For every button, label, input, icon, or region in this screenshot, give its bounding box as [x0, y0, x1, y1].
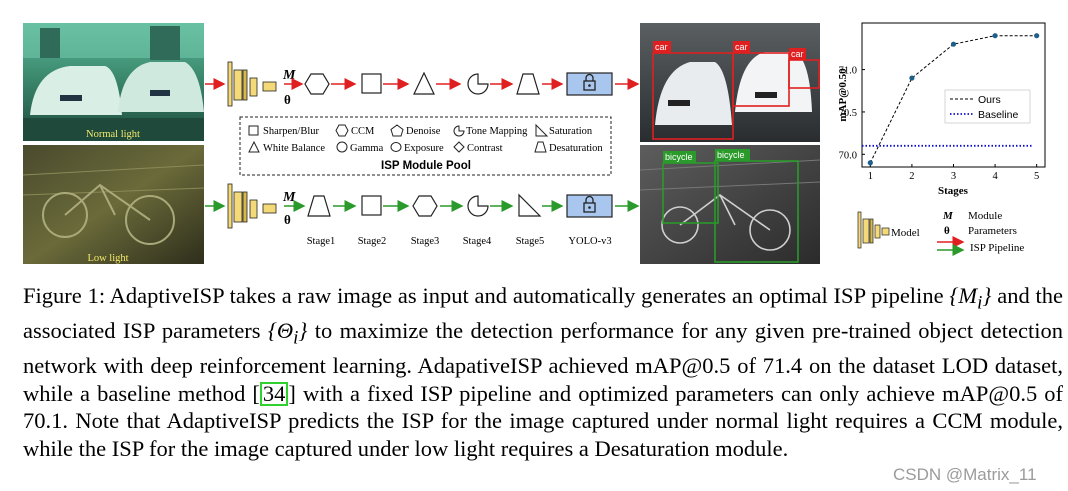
- legend-pipeline-label: ISP Pipeline: [970, 242, 1024, 254]
- x-tick-label: 5: [1034, 171, 1039, 182]
- figure: Normal light Low light M θ: [22, 22, 1046, 264]
- pentagon-icon: [390, 124, 404, 137]
- model-icon: [857, 211, 890, 249]
- y-tick-label: 71.0: [839, 66, 857, 77]
- x-tick-label: 2: [909, 171, 914, 182]
- ours-data-point: [1034, 33, 1040, 39]
- hexagon-icon: [304, 73, 330, 95]
- legend-m-symbol: M: [942, 210, 954, 222]
- pool-label: Tone Mapping: [466, 126, 528, 137]
- legend-baseline-label: Baseline: [978, 109, 1018, 121]
- detection-label: car: [735, 42, 748, 52]
- stage-label: Stage3: [411, 236, 440, 247]
- x-tick-label: 1: [868, 171, 873, 182]
- caption-text: AdaptiveISP takes a raw image as input a…: [109, 283, 944, 308]
- caption-math-m: {Mi}: [949, 283, 992, 314]
- chart-legend: Ours Baseline: [944, 89, 1031, 124]
- legend-theta-label: Parameters: [968, 225, 1017, 237]
- figure-legend: Model M Module θ Parameters ISP Pipeline: [857, 210, 1024, 256]
- square-icon: [361, 195, 382, 216]
- x-axis-label: Stages: [938, 185, 969, 197]
- stage-label: YOLO-v3: [568, 236, 611, 247]
- trapezoid-icon: [307, 195, 331, 217]
- diamond-icon: [453, 141, 465, 153]
- legend-ours-label: Ours: [978, 94, 1001, 106]
- legend-m-label: Module: [968, 210, 1002, 222]
- ours-data-point: [909, 75, 915, 81]
- pool-label: Gamma: [350, 143, 384, 154]
- top-pipeline: [284, 71, 640, 96]
- square-icon: [248, 125, 259, 136]
- pool-label: CCM: [351, 126, 375, 137]
- pool-label: Saturation: [549, 126, 593, 137]
- pool-label: Sharpen/Blur: [263, 126, 319, 137]
- y-tick-label: 70.0: [839, 150, 857, 161]
- ours-data-point: [867, 160, 873, 166]
- ours-series-line: [869, 35, 1037, 163]
- stage-label: Stage1: [307, 236, 336, 247]
- right-triangle-icon: [535, 123, 549, 137]
- caption-text: and the associated ISP parameters: [23, 283, 1064, 343]
- model-icon: [227, 183, 277, 229]
- param-m: M: [282, 190, 296, 205]
- caption-fig-label: Figure 1:: [23, 283, 106, 308]
- pool-label: White Balance: [263, 143, 325, 154]
- normal-light-label: Normal light: [86, 129, 140, 140]
- square-icon: [361, 73, 382, 94]
- map-chart: mAP@0.50 Stages 1 2 3 4 5 70.0 70.5 71.0 Ours B…: [837, 22, 1046, 197]
- trapezoid-icon: [534, 141, 547, 153]
- module-pool: Sharpen/Blur CCM Denoise Tone Mapping Sa…: [239, 116, 612, 176]
- pool-label: Exposure: [404, 143, 444, 154]
- bottom-pipeline: [284, 193, 640, 218]
- triangle-icon: [248, 140, 260, 153]
- ours-data-point: [950, 41, 957, 47]
- yolo-lock-icon: [566, 72, 613, 96]
- triangle-icon: [413, 71, 435, 95]
- detection-label: bicycle: [665, 152, 693, 162]
- param-theta: θ: [284, 92, 291, 107]
- caption-text: with a fixed ISP pipeline and optimized …: [23, 380, 1063, 461]
- module-pool-title: ISP Module Pool: [381, 160, 471, 172]
- legend-model-label: Model: [891, 227, 920, 239]
- pool-label: Desaturation: [549, 143, 603, 154]
- normal-light-photo: Normal light: [23, 23, 204, 141]
- trapezoid-icon: [516, 73, 540, 95]
- y-tick-label: 70.5: [839, 108, 857, 119]
- stage-label: Stage2: [358, 236, 387, 247]
- pacman-icon: [467, 195, 489, 217]
- x-tick-label: 3: [951, 171, 956, 182]
- oval-icon: [390, 142, 402, 152]
- pool-label: Contrast: [467, 143, 503, 154]
- x-tick-label: 4: [992, 171, 998, 182]
- hexagon-icon: [335, 124, 349, 137]
- legend-theta-symbol: θ: [944, 225, 950, 237]
- detection-label: car: [655, 42, 668, 52]
- right-triangle-icon: [518, 193, 542, 217]
- yolo-lock-icon: [566, 194, 613, 218]
- hexagon-icon: [412, 195, 438, 217]
- stage-label: Stage5: [516, 236, 545, 247]
- figure-caption: Figure 1: AdaptiveISP takes a raw image …: [23, 283, 1064, 461]
- ours-data-point: [992, 33, 998, 39]
- detection-label: car: [791, 49, 804, 59]
- caption-math-theta: {Θi}: [267, 318, 308, 349]
- detection-label: bicycle: [717, 150, 745, 160]
- low-light-photo: Low light: [22, 145, 205, 264]
- param-m: M: [282, 68, 296, 83]
- output-top-photo: car car car: [640, 23, 820, 142]
- stage-label: Stage4: [463, 236, 492, 247]
- pacman-icon: [453, 125, 465, 137]
- circle-icon: [336, 141, 348, 153]
- pacman-icon: [467, 73, 489, 95]
- y-axis-label: mAP@0.50: [837, 68, 849, 122]
- output-bottom-photo: bicycle bicycle: [639, 145, 821, 264]
- low-light-label: Low light: [87, 253, 128, 264]
- param-theta: θ: [284, 212, 291, 227]
- pool-label: Denoise: [406, 126, 441, 137]
- watermark: CSDN @Matrix_11: [893, 465, 1037, 484]
- citation-link[interactable]: 34: [259, 381, 289, 406]
- caption-text: to maximize the detection performance fo…: [23, 318, 1064, 406]
- model-icon: [227, 61, 277, 107]
